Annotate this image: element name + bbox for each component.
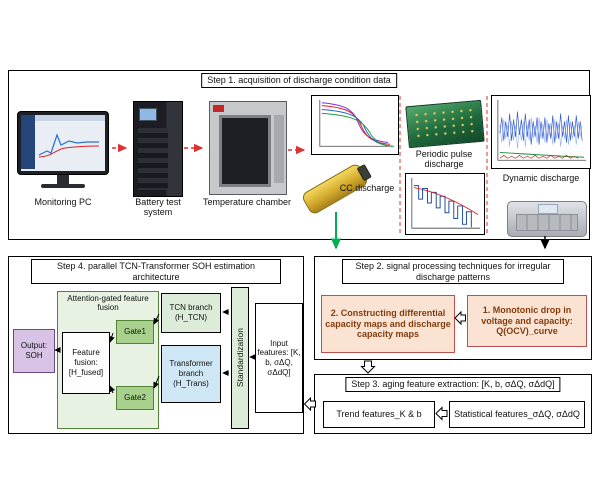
- pcb-pads: [411, 106, 479, 142]
- statistical-features-box: Statistical features_σΔQ, σΔdQ: [449, 401, 585, 428]
- trend-features-box: Trend features_K & b: [323, 401, 435, 428]
- battery-test-system-label: Battery test system: [135, 197, 181, 218]
- pulse-test-board-image: [405, 99, 485, 149]
- chamber-door: [219, 115, 271, 187]
- gate1-box: Gate1: [116, 320, 154, 344]
- arrow-step2-to-step3: [360, 360, 376, 374]
- monitor-screen-chart: [21, 115, 105, 169]
- standardization-label: Standardization: [234, 328, 245, 388]
- monitoring-pc-image: [17, 111, 109, 175]
- temperature-chamber-label: Temperature chamber: [202, 197, 292, 207]
- chamber-control-panel: [274, 115, 284, 183]
- pulse-discharge-chart: [405, 173, 485, 235]
- input-features-box: Input features: [K, b, σΔQ, σΔdQ]: [255, 303, 303, 413]
- cabinet-screen: [139, 108, 157, 121]
- step4-panel: Step 4. parallel TCN-Transformer SOH est…: [8, 256, 304, 434]
- output-soh-box: Output: SOH: [13, 329, 55, 373]
- monitor-base: [41, 184, 85, 188]
- battery-cap: [356, 163, 372, 182]
- standardization-box: Standardization: [231, 287, 249, 429]
- monitoring-pc-label: Monitoring PC: [34, 197, 92, 207]
- battery-pack-cells: [516, 214, 578, 231]
- step2-title: Step 2. signal processing techniques for…: [342, 259, 564, 285]
- battery-test-system-image: [133, 101, 183, 197]
- battery-pack-image: [507, 201, 587, 237]
- step1-panel: Step 1. acquisition of discharge conditi…: [8, 70, 591, 240]
- monitor-stand: [57, 175, 69, 184]
- feature-fusion-box: Feature fusion: [H_fused]: [62, 332, 110, 394]
- constructing-maps-box: 2. Constructing differential capacity ma…: [321, 295, 455, 353]
- chamber-logo: [213, 105, 224, 112]
- transformer-branch-box: Transformer branch (H_Trans): [161, 345, 221, 403]
- periodic-pulse-discharge-label: Periodic pulse discharge: [415, 149, 473, 170]
- step1-title: Step 1. acquisition of discharge conditi…: [201, 73, 397, 88]
- attention-gated-fusion-group: Attention-gated feature fusion Feature f…: [57, 291, 159, 429]
- cc-discharge-label: CC discharge: [339, 183, 395, 193]
- step3-panel: Step 3. aging feature extraction: [K, b,…: [314, 374, 592, 434]
- battery-pack-label-sticker: [538, 204, 558, 214]
- tcn-branch-box: TCN branch (H_TCN): [161, 293, 221, 333]
- temperature-chamber-image: [209, 101, 287, 195]
- monotonic-drop-box: 1. Monotonic drop in voltage and capacit…: [467, 295, 587, 347]
- dynamic-discharge-label: Dynamic discharge: [502, 173, 580, 183]
- step3-title: Step 3. aging feature extraction: [K, b,…: [345, 377, 561, 392]
- dynamic-discharge-chart: [491, 95, 591, 169]
- cc-discharge-chart: [311, 95, 399, 155]
- step4-title: Step 4. parallel TCN-Transformer SOH est…: [31, 259, 281, 285]
- cabinet-slots: [138, 128, 168, 190]
- gate2-box: Gate2: [116, 386, 154, 410]
- step2-panel: Step 2. signal processing techniques for…: [314, 256, 592, 360]
- monitor-screen: [21, 115, 105, 171]
- fusion-group-title: Attention-gated feature fusion: [67, 294, 149, 313]
